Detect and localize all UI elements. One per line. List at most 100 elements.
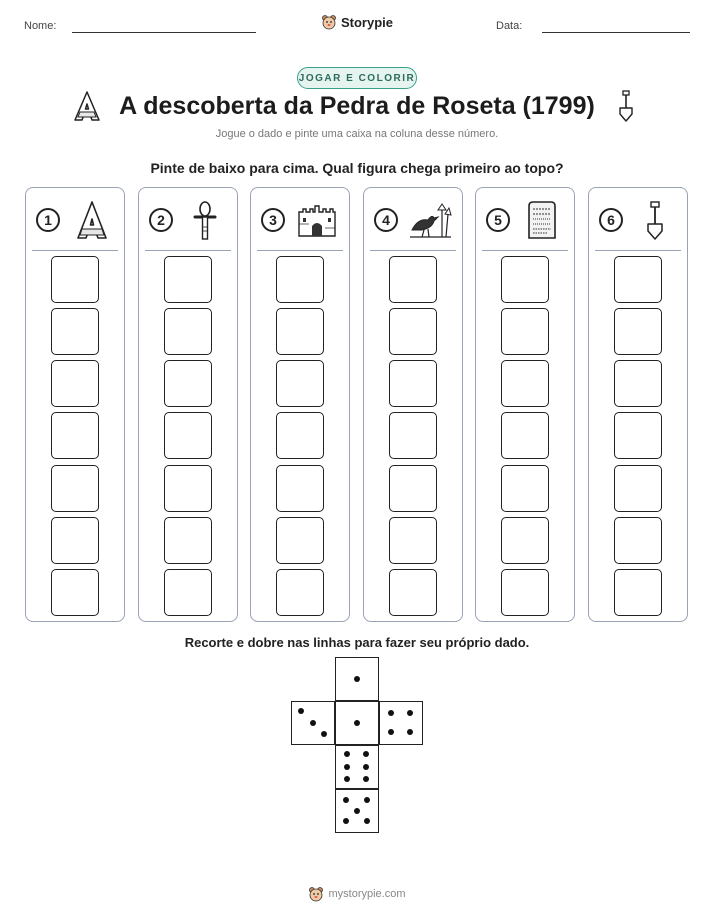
color-box[interactable] — [389, 465, 437, 512]
letter-a-icon — [74, 91, 100, 121]
die-face-6 — [335, 745, 379, 789]
color-box[interactable] — [164, 308, 212, 355]
column-divider — [145, 250, 231, 251]
color-box[interactable] — [164, 569, 212, 616]
column-number: 4 — [374, 208, 398, 232]
die-pip — [353, 719, 360, 726]
column-6: 6 — [588, 187, 688, 622]
color-box[interactable] — [276, 256, 324, 303]
cut-instruction: Recorte e dobre nas linhas para fazer se… — [184, 635, 530, 650]
column-header: 5 — [476, 188, 574, 250]
color-box[interactable] — [164, 256, 212, 303]
color-box[interactable] — [614, 517, 662, 564]
color-box[interactable] — [51, 308, 99, 355]
color-box[interactable] — [389, 256, 437, 303]
name-label: Nome: — [24, 20, 57, 32]
column-2: 2 — [138, 187, 238, 622]
color-box[interactable] — [51, 360, 99, 407]
instruction-text: Pinte de baixo para cima. Qual figura ch… — [150, 160, 564, 176]
die-pip — [363, 797, 370, 804]
color-box[interactable] — [501, 360, 549, 407]
color-box[interactable] — [51, 569, 99, 616]
die-pip — [363, 817, 370, 824]
stone-tablet-icon — [520, 200, 564, 240]
color-box[interactable] — [276, 465, 324, 512]
color-box[interactable] — [389, 569, 437, 616]
die-pip — [388, 710, 395, 717]
color-box[interactable] — [614, 360, 662, 407]
color-box[interactable] — [276, 412, 324, 459]
name-line[interactable] — [72, 32, 256, 33]
column-4: 4 — [363, 187, 463, 622]
shovel-icon — [633, 200, 677, 240]
column-divider — [370, 250, 456, 251]
die-face-5 — [335, 789, 379, 833]
color-box[interactable] — [501, 412, 549, 459]
date-line[interactable] — [542, 32, 690, 33]
letter-a-icon — [70, 200, 114, 240]
column-header: 2 — [139, 188, 237, 250]
die-pip — [344, 751, 351, 758]
color-box[interactable] — [51, 412, 99, 459]
die-pip — [344, 775, 351, 782]
color-box[interactable] — [51, 256, 99, 303]
column-3: 3 — [250, 187, 350, 622]
column-number: 2 — [149, 208, 173, 232]
color-box[interactable] — [614, 412, 662, 459]
subtitle: Jogue o dado e pinte uma caixa na coluna… — [215, 128, 499, 140]
die-face-3 — [291, 701, 335, 745]
color-box[interactable] — [164, 412, 212, 459]
column-5: 5 — [475, 187, 575, 622]
column-header: 1 — [26, 188, 124, 250]
color-box[interactable] — [276, 308, 324, 355]
die-pip — [344, 763, 351, 770]
castle-icon — [295, 200, 339, 240]
header-row: Nome: Data: Storypie — [0, 15, 714, 38]
die-pip — [406, 710, 413, 717]
color-box[interactable] — [501, 517, 549, 564]
die-pip — [320, 730, 327, 737]
die-pip — [343, 797, 350, 804]
column-number: 5 — [486, 208, 510, 232]
color-box[interactable] — [389, 517, 437, 564]
color-box[interactable] — [389, 360, 437, 407]
color-box[interactable] — [389, 308, 437, 355]
color-box[interactable] — [614, 569, 662, 616]
bird-papyrus-icon — [408, 200, 452, 240]
color-box[interactable] — [614, 308, 662, 355]
color-box[interactable] — [614, 256, 662, 303]
column-divider — [257, 250, 343, 251]
column-header: 3 — [251, 188, 349, 250]
die-face-4 — [379, 701, 423, 745]
shovel-icon — [619, 90, 633, 122]
die-pip — [298, 708, 305, 715]
die-pip — [353, 807, 360, 814]
footer: mystorypie.com — [0, 886, 714, 902]
column-divider — [32, 250, 118, 251]
brand-name: Storypie — [340, 14, 393, 30]
color-box[interactable] — [501, 465, 549, 512]
color-box[interactable] — [276, 569, 324, 616]
color-box[interactable] — [51, 517, 99, 564]
die-pip — [343, 817, 350, 824]
title-row: A descoberta da Pedra de Roseta (1799) — [0, 90, 714, 126]
color-box[interactable] — [389, 412, 437, 459]
die-pip — [388, 728, 395, 735]
color-box[interactable] — [164, 360, 212, 407]
color-box[interactable] — [614, 465, 662, 512]
color-box[interactable] — [501, 256, 549, 303]
die-pip — [362, 775, 369, 782]
color-box[interactable] — [51, 465, 99, 512]
color-box[interactable] — [501, 308, 549, 355]
brand-logo: Storypie — [0, 14, 714, 30]
date-label: Data: — [496, 20, 523, 32]
column-divider — [595, 250, 681, 251]
color-box[interactable] — [164, 517, 212, 564]
category-badge: JOGAR E COLORIR — [297, 67, 417, 89]
color-box[interactable] — [276, 517, 324, 564]
color-box[interactable] — [164, 465, 212, 512]
color-box[interactable] — [501, 569, 549, 616]
color-box[interactable] — [276, 360, 324, 407]
column-1: 1 — [25, 187, 125, 622]
die-pip — [406, 728, 413, 735]
